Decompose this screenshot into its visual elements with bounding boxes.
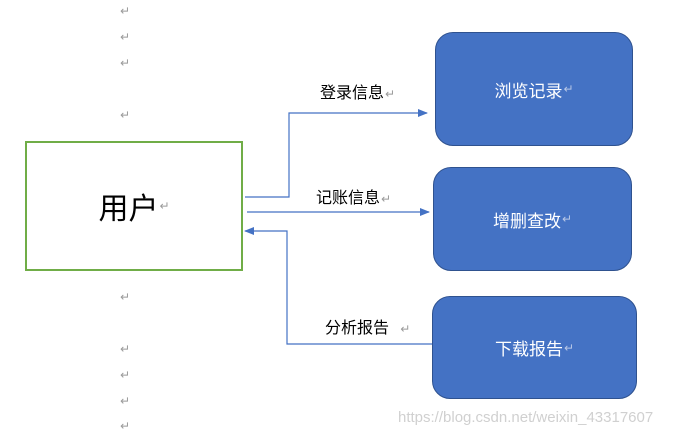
login-info-text: 登录信息 bbox=[320, 83, 385, 102]
paragraph-mark: ↵ bbox=[120, 342, 131, 356]
bookkeeping-info-text: 记账信息 bbox=[316, 188, 381, 207]
paragraph-mark: ↵ bbox=[120, 30, 131, 44]
analysis-report-text: 分析报告 bbox=[325, 318, 390, 337]
login-info-label: 登录信息↵ bbox=[320, 79, 395, 103]
user-label: 用户 bbox=[98, 192, 159, 227]
download-report-label: 下载报告 bbox=[494, 340, 563, 360]
browse-records-node: 浏览记录 ↵ bbox=[435, 32, 633, 146]
browse-records-label: 浏览记录 bbox=[494, 81, 563, 102]
paragraph-mark: ↵ bbox=[563, 340, 575, 355]
bookkeeping-info-label: 记账信息↵ bbox=[316, 184, 391, 208]
paragraph-mark: ↵ bbox=[561, 212, 573, 226]
analysis-connector bbox=[244, 227, 432, 345]
download-report-node: 下载报告 ↵ bbox=[432, 296, 637, 399]
analysis-report-label: 分析报告 ↵ bbox=[325, 314, 410, 338]
paragraph-mark: ↵ bbox=[120, 108, 131, 122]
paragraph-mark: ↵ bbox=[120, 56, 131, 70]
login-connector bbox=[245, 109, 428, 198]
paragraph-mark: ↵ bbox=[385, 87, 396, 101]
user-node: 用户 ↵ bbox=[25, 141, 243, 271]
paragraph-mark: ↵ bbox=[120, 368, 131, 382]
watermark: https://blog.csdn.net/weixin_43317607 bbox=[398, 409, 654, 426]
paragraph-mark: ↵ bbox=[120, 290, 131, 304]
paragraph-mark: ↵ bbox=[381, 192, 392, 206]
paragraph-mark: ↵ bbox=[159, 199, 170, 213]
crud-node: 增删查改 ↵ bbox=[433, 167, 632, 271]
paragraph-mark: ↵ bbox=[563, 82, 574, 96]
crud-label: 增删查改 bbox=[492, 211, 561, 232]
paragraph-mark: ↵ bbox=[120, 394, 131, 408]
paragraph-mark: ↵ bbox=[120, 4, 131, 18]
paragraph-mark: ↵ bbox=[120, 419, 131, 433]
paragraph-mark: ↵ bbox=[400, 322, 411, 336]
